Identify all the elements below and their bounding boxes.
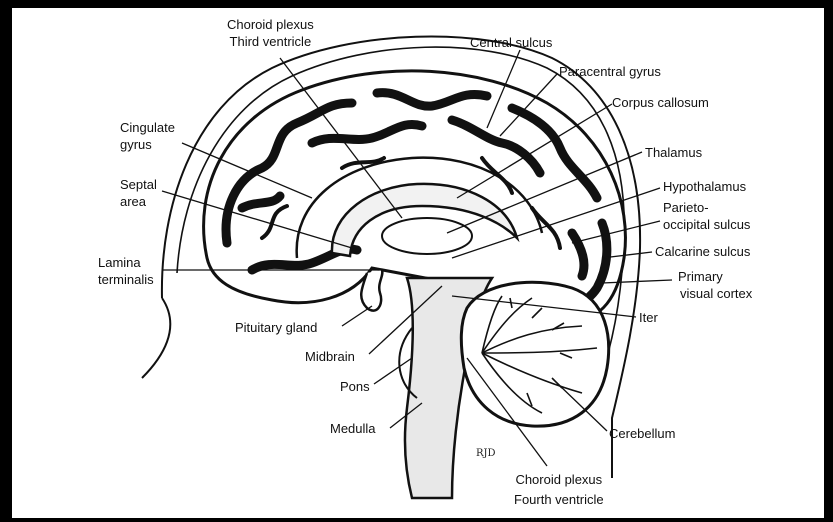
label-line: Paracentral gyrus: [559, 63, 661, 80]
label-parieto-occipital-sulcus: Parieto- occipital sulcus: [663, 199, 750, 233]
label-line: Primary: [678, 268, 752, 285]
label-line: Medulla: [330, 420, 376, 437]
label-line: Septal: [120, 176, 157, 193]
label-iter: Iter: [639, 309, 658, 326]
label-primary-visual-cortex: Primary visual cortex: [678, 268, 752, 302]
label-midbrain: Midbrain: [305, 348, 355, 365]
label-line: Central sulcus: [470, 34, 552, 51]
thalamus-shape: [382, 218, 472, 254]
label-line: Fourth ventricle: [514, 491, 604, 508]
label-paracentral-gyrus: Paracentral gyrus: [559, 63, 661, 80]
label-line: Choroid plexus: [227, 16, 314, 33]
label-line: Parieto-: [663, 199, 750, 216]
label-central-sulcus: Central sulcus: [470, 34, 552, 51]
label-cingulate-gyrus: Cingulate gyrus: [120, 119, 175, 153]
label-line: Lamina: [98, 254, 154, 271]
label-line: Iter: [639, 309, 658, 326]
label-lamina-terminalis: Lamina terminalis: [98, 254, 154, 288]
label-hypothalamus: Hypothalamus: [663, 178, 746, 195]
label-line: Choroid plexus: [514, 471, 604, 488]
diagram-canvas: Choroid plexus Third ventricle Central s…: [12, 8, 824, 518]
label-calcarine-sulcus: Calcarine sulcus: [655, 243, 750, 260]
label-line: occipital sulcus: [663, 216, 750, 233]
label-choroid-plexus-third-ventricle: Choroid plexus Third ventricle: [227, 16, 314, 50]
label-line: Corpus callosum: [612, 94, 709, 111]
label-pons: Pons: [340, 378, 370, 395]
label-line: Calcarine sulcus: [655, 243, 750, 260]
label-line: visual cortex: [680, 285, 752, 302]
label-septal-area: Septal area: [120, 176, 157, 210]
label-line: Pituitary gland: [235, 319, 317, 336]
label-line: Midbrain: [305, 348, 355, 365]
label-corpus-callosum: Corpus callosum: [612, 94, 709, 111]
label-thalamus: Thalamus: [645, 144, 702, 161]
label-line: area: [120, 193, 157, 210]
label-line: Third ventricle: [227, 33, 314, 50]
label-line: Pons: [340, 378, 370, 395]
label-choroid-plexus-fourth-ventricle: Choroid plexus Fourth ventricle: [514, 471, 604, 508]
label-line: Thalamus: [645, 144, 702, 161]
label-cerebellum: Cerebellum: [609, 425, 675, 442]
artist-signature: RJD: [476, 448, 496, 459]
label-line: terminalis: [98, 271, 154, 288]
label-line: Cingulate: [120, 119, 175, 136]
label-medulla: Medulla: [330, 420, 376, 437]
label-line: gyrus: [120, 136, 175, 153]
label-pituitary-gland: Pituitary gland: [235, 319, 317, 336]
label-line: Hypothalamus: [663, 178, 746, 195]
label-line: Cerebellum: [609, 425, 675, 442]
